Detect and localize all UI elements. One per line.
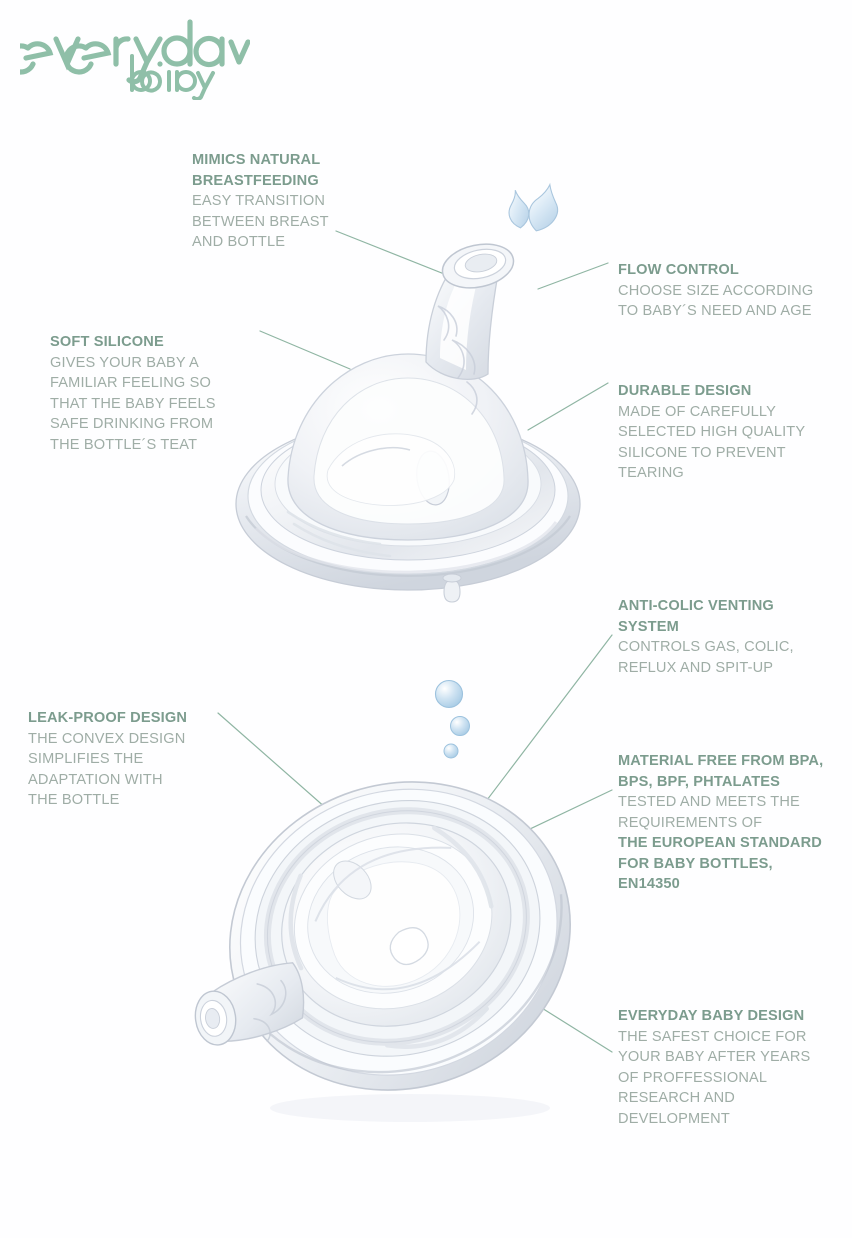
callout-durable-design: DURABLE DESIGN MADE OF CAREFULLY SELECTE… xyxy=(618,381,840,484)
callout-soft-silicone: SOFT SILICONE GIVES YOUR BABY A FAMILIAR… xyxy=(50,332,250,455)
droplet-small xyxy=(508,190,530,229)
callout-body-line: EASY TRANSITION xyxy=(192,193,326,209)
callout-anti-colic-venting-system: ANTI-COLIC VENTING SYSTEM CONTROLS GAS, … xyxy=(618,596,840,678)
callout-body-line: REQUIREMENTS OF xyxy=(618,814,763,831)
bubble-small xyxy=(443,743,459,759)
water-droplets-decoration xyxy=(498,182,568,238)
callout-body-line: MADE OF CAREFULLY xyxy=(618,403,776,420)
callout-material-free-from-bpa: MATERIAL FREE FROM BPA, BPS, BPF, PHTALA… xyxy=(618,751,850,895)
callout-everyday-baby-design: EVERYDAY BABY DESIGN THE SAFEST CHOICE F… xyxy=(618,1006,844,1129)
callout-body-line: THE BOTTLE´S TEAT xyxy=(50,436,198,453)
callout-mimics-natural-breastfeeding: MIMICS NATURAL BREASTFEEDING EASY TRANSI… xyxy=(192,150,412,253)
product-image-teat-base-view xyxy=(148,736,608,1136)
callout-body-line: DEVELOPMENT xyxy=(618,1110,730,1127)
droplet-large xyxy=(528,182,559,232)
callout-heading-line: MATERIAL FREE FROM BPA, xyxy=(618,753,824,769)
air-bubbles-decoration xyxy=(428,678,488,762)
callout-body-line: TEARING xyxy=(618,465,684,481)
callout-body-line: SIMPLIFIES THE xyxy=(28,751,144,767)
callout-body-line: THE BOTTLE xyxy=(28,792,120,808)
callout-leak-proof-design: LEAK-PROOF DESIGN THE CONVEX DESIGN SIMP… xyxy=(28,708,238,811)
callout-body-line: TO BABY´S NEED AND AGE xyxy=(618,303,812,319)
callout-body-line: RESEARCH AND xyxy=(618,1090,735,1106)
callout-body-line: SELECTED HIGH QUALITY xyxy=(618,424,806,440)
brand-logo xyxy=(20,12,250,100)
callout-body-line: THAT THE BABY FEELS xyxy=(50,395,216,412)
bubble-medium xyxy=(450,716,470,736)
callout-body-line: AND BOTTLE xyxy=(192,234,286,250)
callout-body-line: ADAPTATION WITH xyxy=(28,771,163,788)
callout-heading-line: ANTI-COLIC VENTING xyxy=(618,598,774,614)
callout-body-line: CONTROLS GAS, COLIC, xyxy=(618,639,794,655)
callout-body-line: OF PROFFESSIONAL xyxy=(618,1069,768,1086)
callout-heading-line: LEAK-PROOF DESIGN xyxy=(28,710,188,726)
callout-body-line: THE SAFEST CHOICE FOR xyxy=(618,1028,807,1045)
callout-body-line: GIVES YOUR BABY A xyxy=(50,354,199,371)
callout-heading-line: SOFT SILICONE xyxy=(50,334,164,350)
callout-body-line: THE CONVEX DESIGN xyxy=(28,730,186,747)
callout-heading-line: EVERYDAY BABY DESIGN xyxy=(618,1008,805,1024)
callout-heading-line: BREASTFEEDING xyxy=(192,172,319,189)
callout-body-line: TESTED AND MEETS THE xyxy=(618,794,800,810)
callout-body-line: YOUR BABY AFTER YEARS xyxy=(618,1049,811,1065)
callout-flow-control: FLOW CONTROL CHOOSE SIZE ACCORDING TO BA… xyxy=(618,260,844,322)
bubble-large xyxy=(434,679,464,709)
callout-heading-line: EN14350 xyxy=(618,876,680,892)
callout-heading-line: THE EUROPEAN STANDARD xyxy=(618,835,822,851)
callout-body-line: SILICONE TO PREVENT xyxy=(618,444,786,461)
callout-body-line: CHOOSE SIZE ACCORDING xyxy=(618,282,814,299)
callout-body-line: REFLUX AND SPIT-UP xyxy=(618,659,774,676)
callout-body-line: FAMILIAR FEELING SO xyxy=(50,375,211,391)
callout-heading-line: DURABLE DESIGN xyxy=(618,383,752,399)
callout-heading-line: FLOW CONTROL xyxy=(618,262,739,278)
callout-heading-line: BPS, BPF, PHTALATES xyxy=(618,773,781,790)
callout-heading-line: SYSTEM xyxy=(618,618,679,635)
callout-body-line: BETWEEN BREAST xyxy=(192,213,329,230)
callout-heading-line: MIMICS NATURAL xyxy=(192,152,321,168)
callout-body-line: SAFE DRINKING FROM xyxy=(50,416,214,432)
product-image-teat-side-view xyxy=(230,228,610,620)
callout-heading-line: FOR BABY BOTTLES, xyxy=(618,855,773,872)
